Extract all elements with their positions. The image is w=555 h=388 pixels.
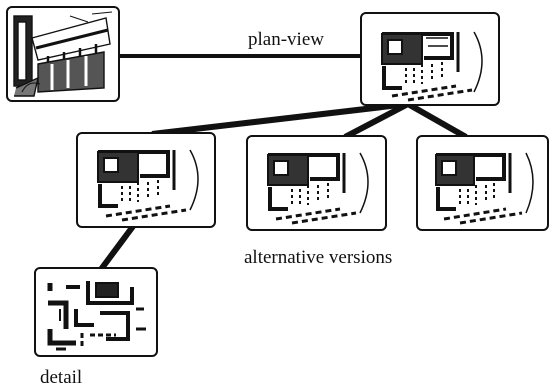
alternative-versions-label: alternative versions [244,248,392,267]
perspective-sketch-drawing [8,8,118,100]
alternative-version-1-node[interactable] [76,132,216,228]
plan-view-label: plan-view [248,30,324,49]
alternative-version-3-drawing [418,137,547,229]
plan-view-drawing [362,14,498,104]
edge-alt-1-to-detail [99,225,134,272]
detail-label: detail [40,368,82,387]
plan-view-node[interactable] [360,12,500,106]
alternative-version-3-node[interactable] [416,135,549,231]
perspective-sketch-node[interactable] [6,6,120,102]
detail-drawing [36,269,156,355]
alternative-version-1-drawing [78,134,214,226]
alternative-version-2-drawing [248,137,385,229]
alternative-version-2-node[interactable] [246,135,387,231]
detail-node[interactable] [34,267,158,357]
edge-plan-to-alt-1 [152,104,408,134]
edge-plan-to-alt-3 [408,104,466,137]
